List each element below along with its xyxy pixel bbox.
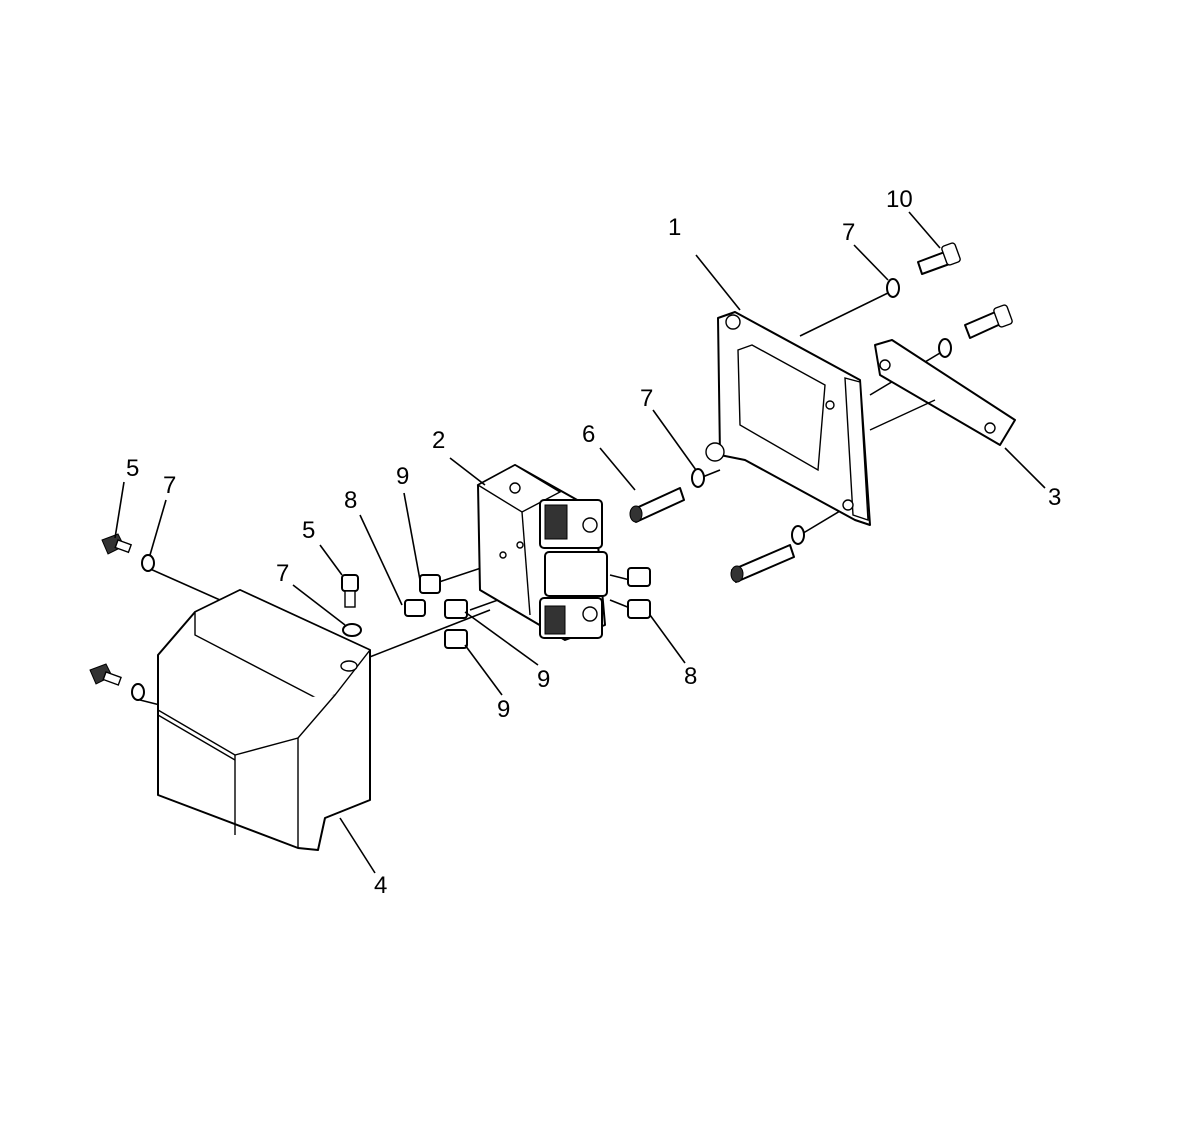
- support-bar: [869, 339, 1016, 446]
- fittings: [404, 567, 651, 649]
- callout-leaders: [114, 211, 1046, 874]
- callout-9c: 9: [497, 696, 510, 723]
- callout-1: 1: [668, 214, 681, 241]
- callout-5b: 5: [302, 517, 315, 544]
- callout-6: 6: [582, 421, 595, 448]
- callout-3: 3: [1048, 484, 1061, 511]
- callout-8a: 8: [344, 487, 357, 514]
- callout-8b: 8: [684, 663, 697, 690]
- mounting-bracket: [705, 311, 871, 526]
- callout-labels: 1 2 3 4 5 5 6 7 7 7 7 8 8 9 9 9 10: [126, 186, 1061, 899]
- callout-7a: 7: [163, 472, 176, 499]
- callout-4: 4: [374, 872, 387, 899]
- callout-9a: 9: [396, 463, 409, 490]
- callout-7d: 7: [842, 219, 855, 246]
- callout-10: 10: [886, 186, 913, 213]
- bolts: [629, 242, 1013, 583]
- cover-part: [157, 589, 372, 851]
- callout-5a: 5: [126, 455, 139, 482]
- callout-7b: 7: [276, 560, 289, 587]
- callout-7c: 7: [640, 385, 653, 412]
- callout-9b: 9: [537, 666, 550, 693]
- valve-block: [476, 464, 608, 641]
- cover-hardware: [89, 533, 362, 701]
- callout-2: 2: [432, 427, 445, 454]
